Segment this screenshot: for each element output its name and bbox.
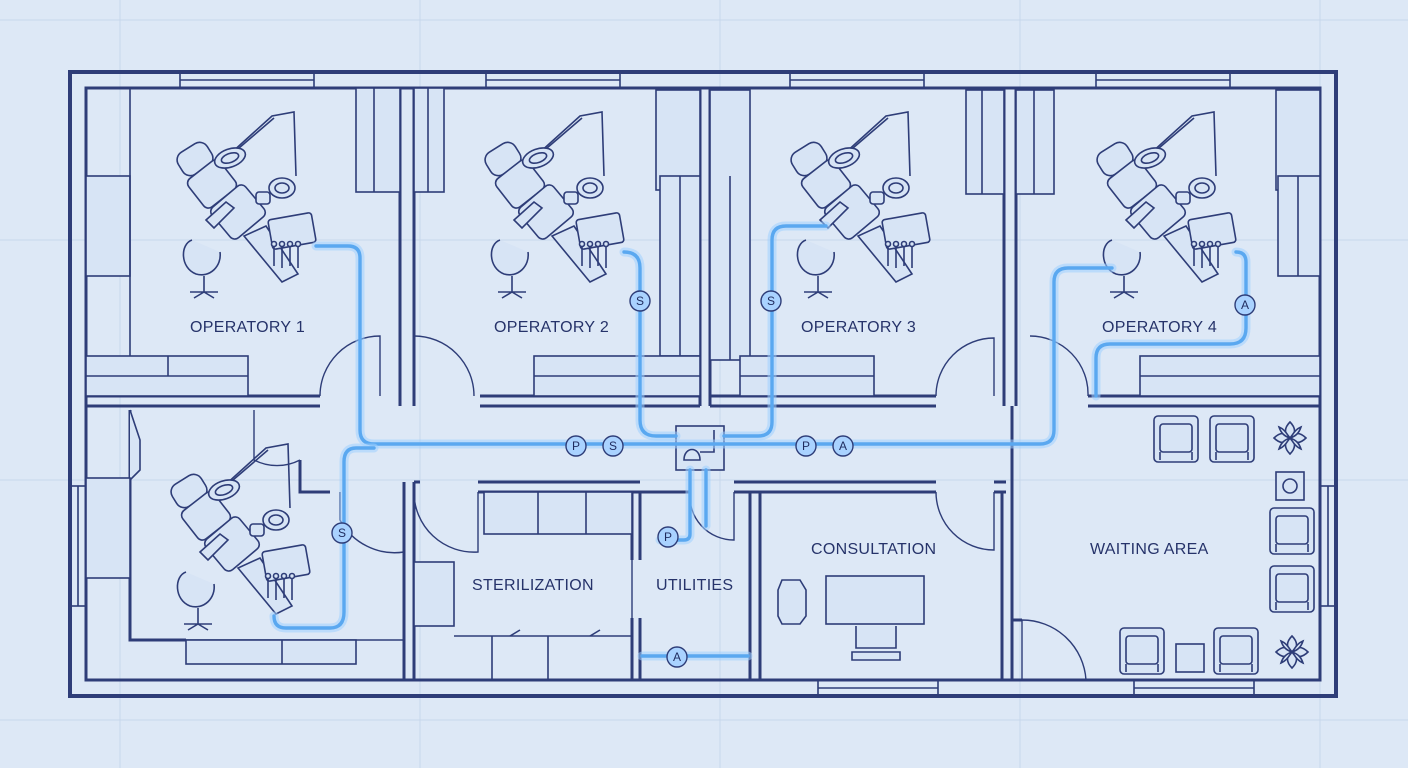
- tag-suction-op3: S: [760, 290, 782, 312]
- label-utilities: UTILITIES: [656, 577, 733, 594]
- tag-air-op4: A: [1234, 294, 1256, 316]
- utility-tags: S S A P S P A S P A: [331, 290, 1256, 668]
- tag-suction-lower-op: S: [331, 522, 353, 544]
- tag-suction-op2: S: [629, 290, 651, 312]
- svg-text:A: A: [673, 650, 681, 664]
- room-labels: OPERATORY 1 OPERATORY 2 OPERATORY 3 OPER…: [190, 319, 1217, 594]
- tag-suction-corridor-left: S: [602, 435, 624, 457]
- doors: [253, 335, 1089, 681]
- svg-text:A: A: [1241, 298, 1249, 312]
- label-operatory-4: OPERATORY 4: [1102, 319, 1217, 336]
- tag-air-utilities: A: [666, 646, 688, 668]
- outer-walls: [68, 70, 1338, 698]
- svg-text:S: S: [767, 294, 775, 308]
- label-waiting-area: WAITING AREA: [1090, 541, 1209, 558]
- label-operatory-3: OPERATORY 3: [801, 319, 916, 336]
- label-operatory-1: OPERATORY 1: [190, 319, 305, 336]
- dental-chairs: [166, 111, 1238, 631]
- label-sterilization: STERILIZATION: [472, 577, 594, 594]
- tag-pressure-corridor-left: P: [565, 435, 587, 457]
- svg-text:P: P: [802, 439, 810, 453]
- svg-text:S: S: [636, 294, 644, 308]
- svg-text:S: S: [609, 439, 617, 453]
- utility-pipes: [269, 221, 1251, 661]
- tag-air-corridor-right: A: [832, 435, 854, 457]
- svg-text:A: A: [839, 439, 847, 453]
- svg-text:S: S: [338, 526, 346, 540]
- label-operatory-2: OPERATORY 2: [494, 319, 609, 336]
- waiting-furniture: [1119, 415, 1315, 675]
- tag-pressure-corridor-right: P: [795, 435, 817, 457]
- svg-text:P: P: [664, 530, 672, 544]
- tag-pressure-utilities: P: [657, 526, 679, 548]
- svg-text:P: P: [572, 439, 580, 453]
- label-consultation: CONSULTATION: [811, 541, 936, 558]
